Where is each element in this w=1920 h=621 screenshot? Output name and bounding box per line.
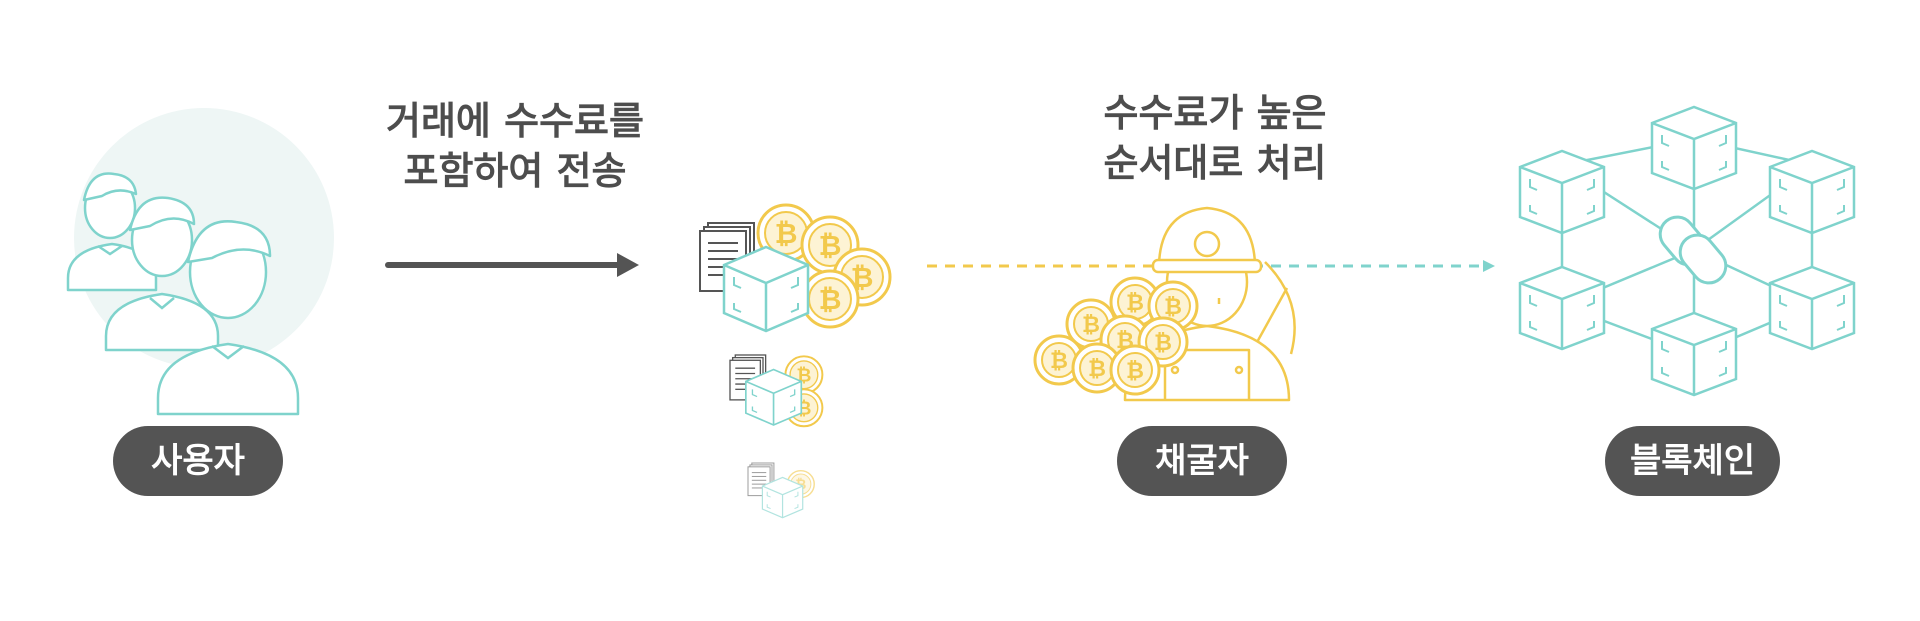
process-caption: 수수료가 높은 순서대로 처리 — [1050, 88, 1380, 188]
user-label: 사용자 — [113, 426, 283, 496]
users-group-icon — [62, 100, 342, 416]
miner-icon: ₿ — [1025, 200, 1315, 410]
send-caption-line-2: 포함하여 전송 — [403, 149, 627, 193]
blockchain-label: 블록체인 — [1605, 426, 1780, 496]
send-caption-line-1: 거래에 수수료를 — [386, 99, 644, 143]
blockchain-network-icon — [1518, 105, 1870, 397]
process-caption-line-1: 수수료가 높은 — [1103, 91, 1327, 135]
process-caption-line-2: 순서대로 처리 — [1103, 141, 1327, 185]
send-arrow — [385, 250, 645, 280]
transaction-bundle-icon: ₿ — [690, 203, 910, 545]
miner-label: 채굴자 — [1117, 426, 1287, 496]
send-caption: 거래에 수수료를 포함하여 전송 — [350, 96, 680, 196]
